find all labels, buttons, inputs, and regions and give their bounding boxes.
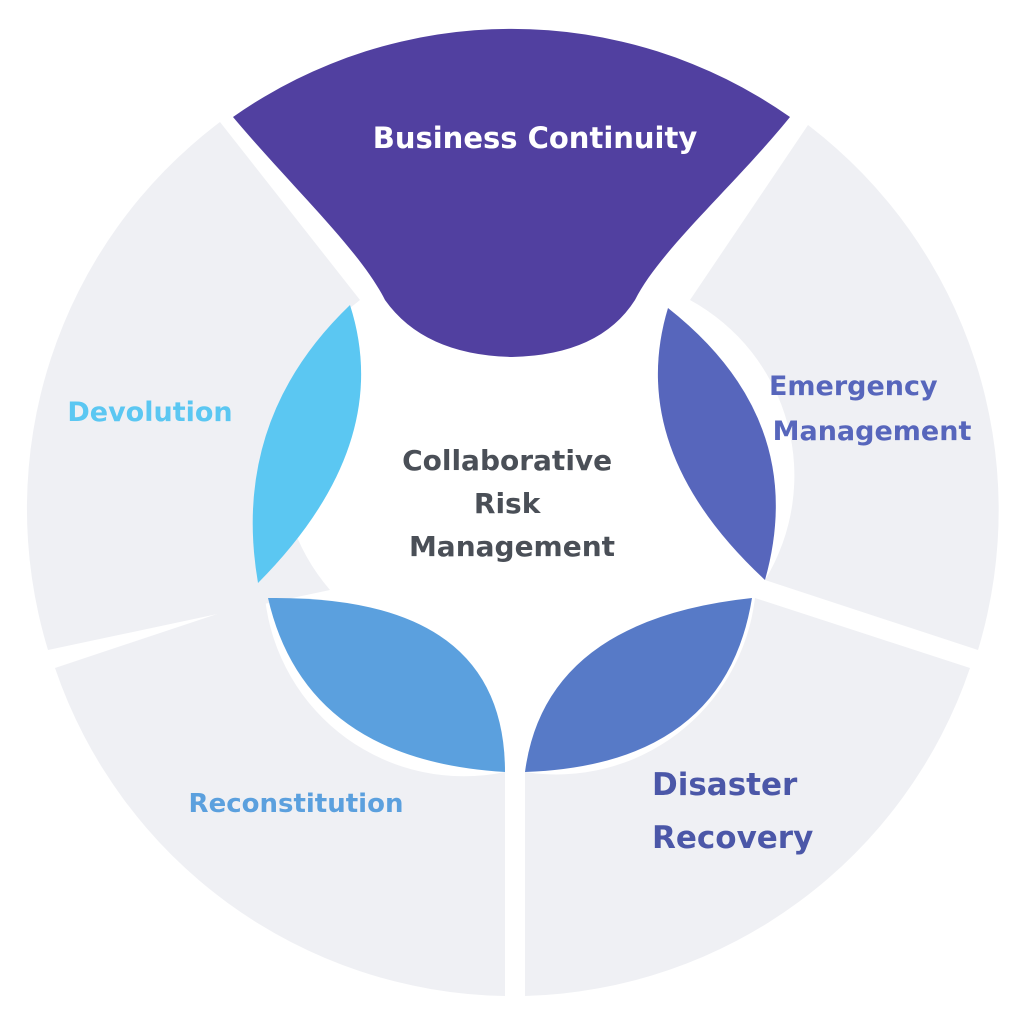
label-reconstitution: Reconstitution xyxy=(189,789,404,819)
label-business-continuity: Business Continuity xyxy=(373,121,698,155)
petal-reconstitution xyxy=(268,597,505,772)
label-emergency-management: Emergency Management xyxy=(769,371,972,447)
petal-devolution xyxy=(252,305,362,583)
petal-emergency-management xyxy=(657,308,776,580)
label-disaster-recovery: Disaster Recovery xyxy=(652,767,813,856)
label-devolution: Devolution xyxy=(67,397,232,428)
segment-reconstitution xyxy=(55,598,505,996)
center-label: Collaborative Risk Management xyxy=(402,444,622,563)
segment-emergency-management xyxy=(690,125,999,650)
segment-business-continuity xyxy=(233,28,790,357)
segment-disaster-recovery xyxy=(525,598,970,996)
petal-disaster-recovery xyxy=(525,598,752,772)
